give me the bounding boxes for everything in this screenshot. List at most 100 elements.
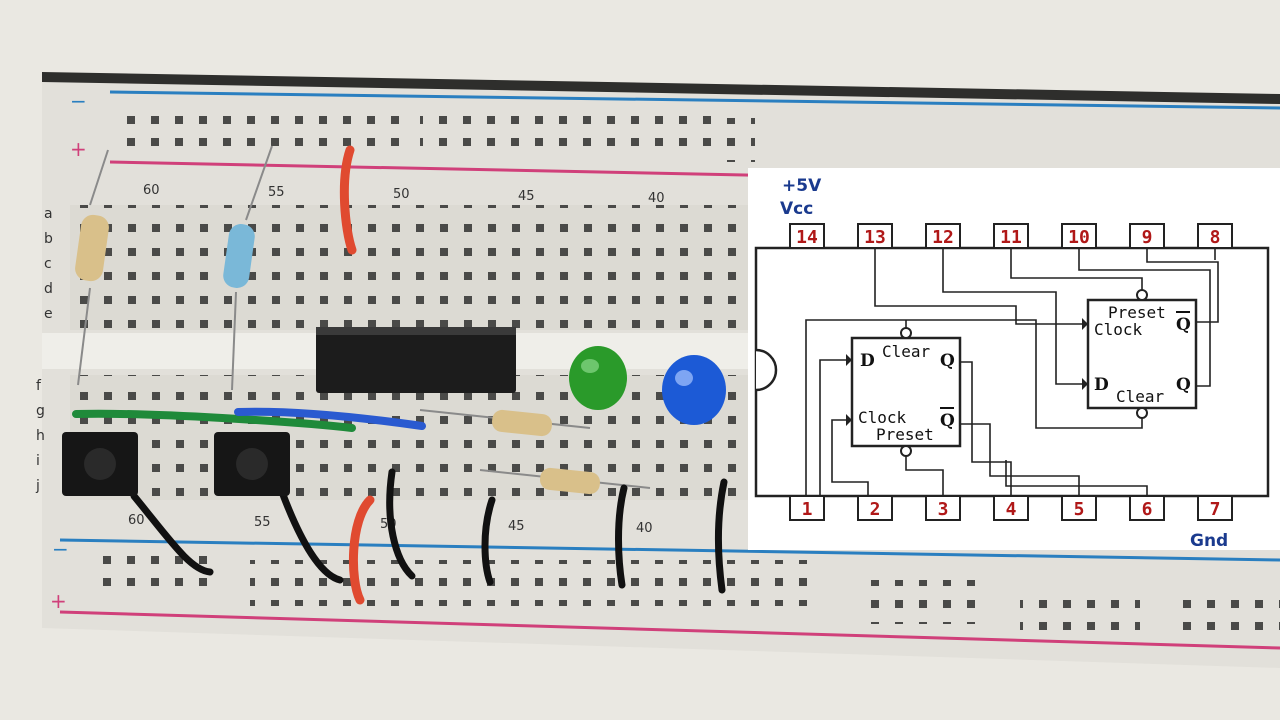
d1-arrow [846,354,852,366]
pinout-diagram: +5V Vcc Gnd 14 13 12 11 10 9 8 1 [748,168,1280,551]
terminal-strip-bottom: 60 55 50 45 40 f g h i j [35,375,750,536]
ff1-preset-bubble [900,445,912,457]
pin-11: 11 [1000,227,1022,248]
rail-minus-label: − [52,537,69,561]
pin-box [993,223,1029,249]
rail-red-line [59,610,1280,650]
pin-2: 2 [870,499,881,520]
terminal-strip-top: 60 55 50 45 40 a b c d e [44,183,750,330]
rail-holes [725,118,755,162]
ff2-d-label: D [1094,375,1109,395]
column-number: 55 [254,515,271,530]
jumper-wires [72,145,728,605]
wire-pin3-clk1 [831,419,869,496]
rail-holes [420,114,720,158]
row-letter: b [44,231,53,247]
led-green-dome [569,346,627,410]
ff2-qbar-label: Q [1176,315,1191,335]
wire-pin1-clr1 [805,319,1143,496]
resistor-lead [89,149,109,206]
button-cap [84,448,116,480]
wire-pin2-d1 [819,359,846,496]
connection-lines [805,248,1219,496]
rail-holes [1180,592,1280,636]
ff2-clear-label: Clear [1116,387,1165,406]
blue-wire [234,407,426,430]
rail-blue-line [109,90,1280,110]
bottom-power-rail: − + [50,537,1280,650]
pin-4: 4 [1006,499,1017,520]
pin-10: 10 [1068,227,1090,248]
pin-9: 9 [1142,227,1153,248]
resistor-2 [223,224,255,288]
ff1-d-label: D [860,351,875,371]
pin-14: 14 [796,227,818,248]
row-letter: d [44,281,53,297]
black-wire [130,492,214,576]
led-blue-highlight [675,370,693,386]
rail-plus-label: + [50,589,67,613]
column-number: 55 [268,185,285,200]
vcc-voltage: +5V [782,176,822,196]
row-letter: a [44,206,53,222]
ff2-preset-bubble [1136,289,1148,301]
pin-box [1061,495,1097,521]
ff1-q-label: Q [940,351,955,371]
ic-top-edge [316,327,516,335]
d2-arrow [1082,378,1088,390]
ff2-q-label: Q [1176,375,1191,395]
pin-13: 13 [864,227,886,248]
chip-notch [755,348,778,392]
ff2-preset-label: Preset [1108,303,1166,322]
rail-holes [100,556,220,600]
ff2-box [1086,298,1198,410]
led-green [569,346,627,410]
column-number: 45 [508,519,525,534]
black-wire [481,496,496,586]
push-button-1 [62,432,138,496]
pin-7: 7 [1210,499,1221,520]
resistors [75,145,651,495]
rail-blue-line [59,538,1280,562]
flip-flop-2: Preset Q Clock D Clear Q [1086,289,1198,419]
black-wire [278,488,344,584]
rail-holes [1020,586,1140,630]
row-letter: c [44,256,52,272]
column-number: 60 [128,513,145,528]
red-wire-bottom [349,495,375,605]
resistor-lead [77,287,91,386]
ic-body [316,327,516,393]
top-power-rail: − + [70,89,1280,188]
pin-box [789,223,825,249]
row-letter: j [35,478,40,494]
bottom-pins: 1 2 3 4 5 6 7 [789,495,1233,521]
pin-box [1197,495,1233,521]
row-letter: e [44,306,53,322]
column-number: 40 [648,191,665,206]
wire-pin10-q2 [1078,248,1211,387]
rail-holes [865,580,985,624]
wire-pin9-qbar2 [1146,248,1219,323]
wire-pin6-qbar1 [960,423,1080,496]
row-letter: h [36,428,45,444]
led-green-highlight [581,359,599,373]
pin-6: 6 [1142,499,1153,520]
hole-grid [70,375,750,500]
led-blue [662,355,726,425]
pin-5: 5 [1074,499,1085,520]
hole-grid [70,205,750,330]
rail-holes [115,110,405,154]
column-number: 45 [518,189,535,204]
pin-8: 8 [1210,227,1221,248]
pin-box [857,495,893,521]
ff1-clear-bubble [900,327,912,339]
wire-pin4-pre1 [905,456,944,496]
red-wire-top [339,145,357,255]
ff1-clock-label: Clock [858,408,907,427]
wire-pin13-clk2 [874,248,1082,325]
clk1-arrow [846,414,852,426]
pin-box [925,223,961,249]
rail-minus-label: − [70,89,87,113]
resistor-4 [540,467,600,495]
